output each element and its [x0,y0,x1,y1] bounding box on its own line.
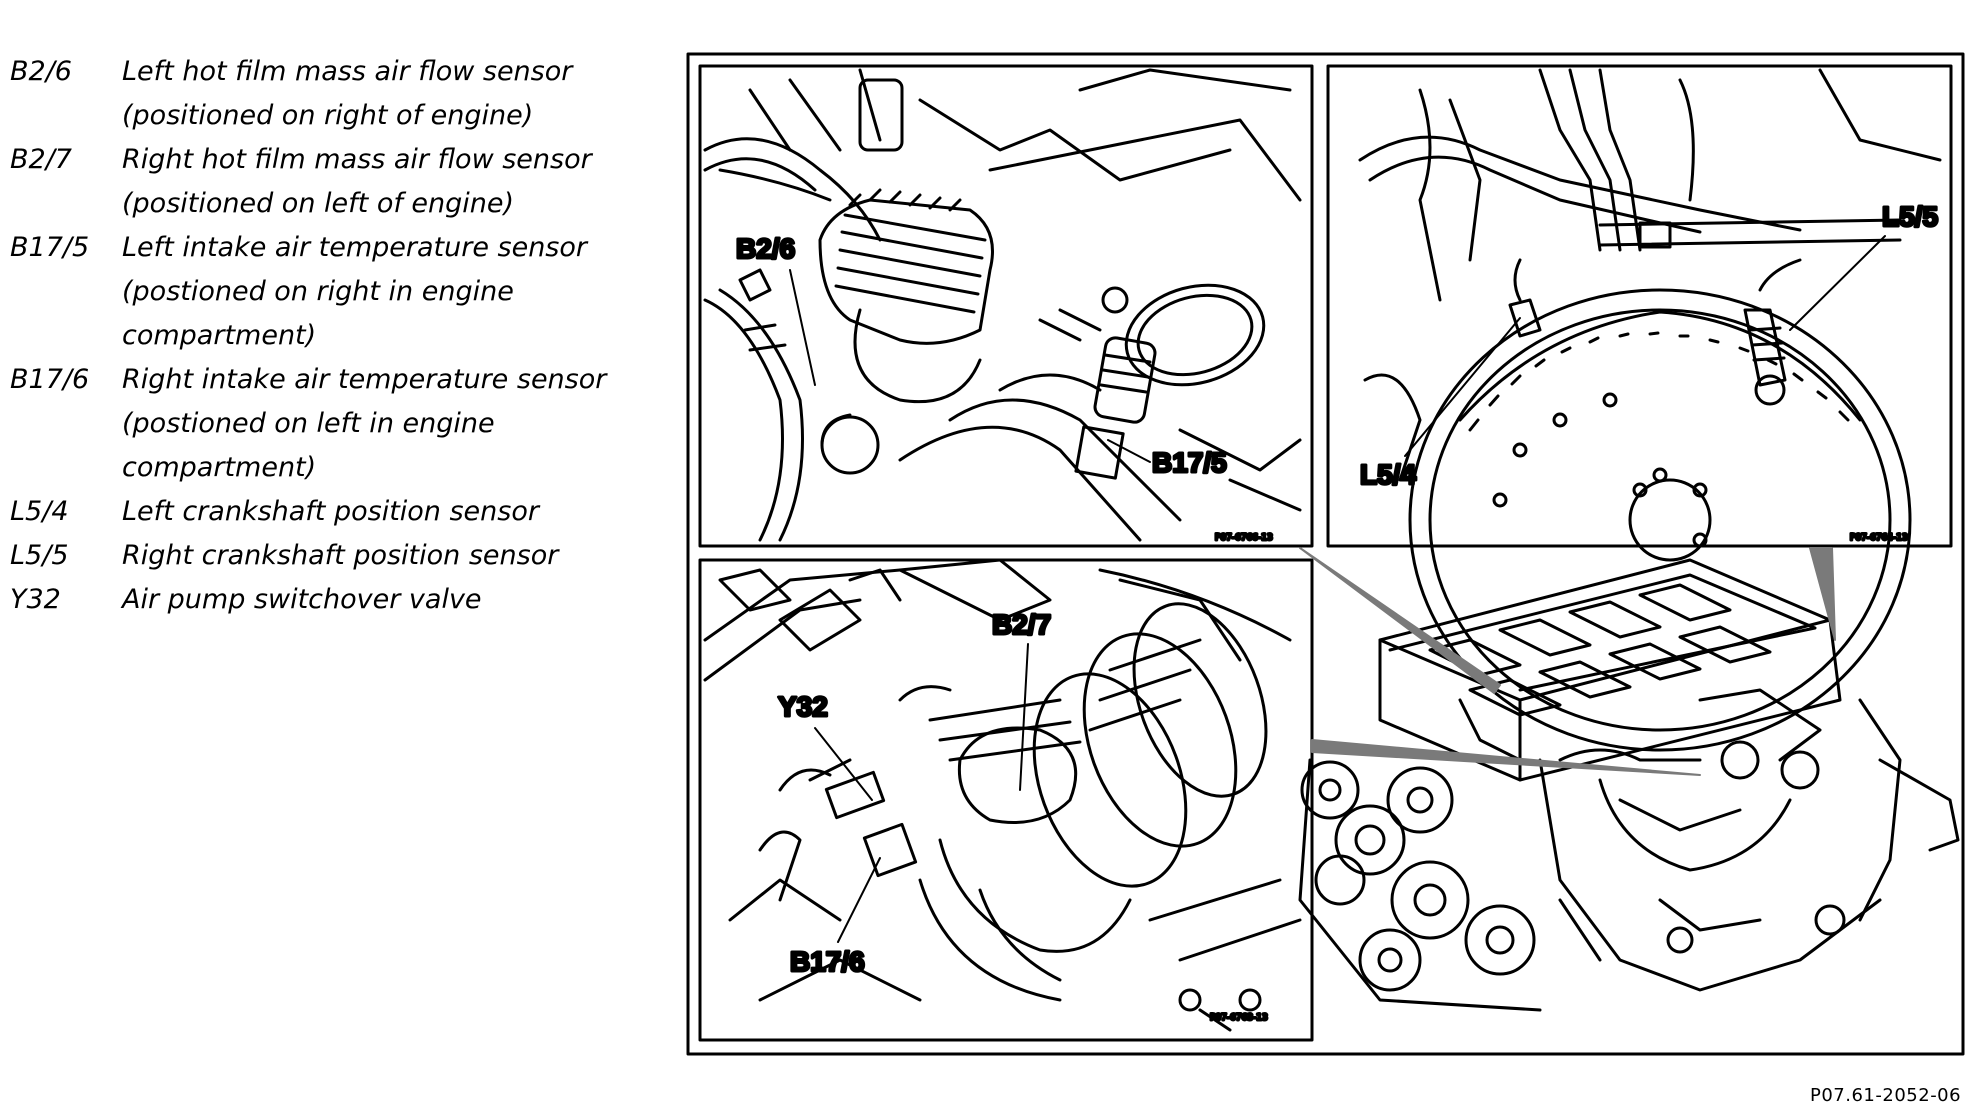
legend-description: Right crankshaft position sensor [122,534,650,578]
callout-label: B2/6 [736,233,795,264]
legend-item-l5-4: L5/4 Left crankshaft position sensor [10,490,650,534]
leader-line [1789,235,1886,331]
panel-top-right: L5/5 L5/4 P07-6764-13 [1326,64,1953,752]
callout-label: B2/7 [992,609,1051,640]
legend-code: B17/5 [10,232,90,263]
legend-line: (positioned on right of engine) [122,100,534,131]
figure-id: P07.61-2052-06 [1810,1085,1962,1106]
legend-line: Right intake air temperature sensor [122,364,607,395]
leader-line [1107,439,1151,463]
panel-top-right-drawing [1358,68,1942,752]
panel-id: P07-6764-13 [1850,533,1908,543]
leader-line [789,269,816,386]
callout-label: Y32 [778,691,828,722]
panel-top-left: B2/6 B17/5 P07-6766-13 [698,64,1314,548]
panel-bottom-left: B2/7 Y32 B17/6 P07-6763-13 [698,558,1314,1042]
leader-line [814,727,873,801]
legend-line: (postioned on right in engine [122,276,514,307]
engine-overview-drawing [1298,558,1960,1012]
pointer-wedge [1299,547,1501,694]
legend-description: Left hot film mass air flow sensor (posi… [122,50,650,138]
legend-item-b2-6: B2/6 Left hot film mass air flow sensor … [10,50,650,138]
legend-item-b17-6: B17/6 Right intake air temperature senso… [10,358,650,490]
panel-id: P07-6766-13 [1215,533,1273,543]
panel-border [698,558,1314,1042]
legend-line: Left crankshaft position sensor [122,496,539,527]
legend-item-b2-7: B2/7 Right hot film mass air flow sensor… [10,138,650,226]
panel-border [698,64,1314,548]
legend-code: B2/6 [10,56,72,87]
legend-line: compartment) [122,320,317,351]
legend-description: Right intake air temperature sensor (pos… [122,358,650,490]
pointer-wedges [1299,547,1836,776]
legend-code: L5/4 [10,496,69,527]
legend-item-y32: Y32 Air pump switchover valve [10,578,650,622]
legend-description: Left crankshaft position sensor [122,490,650,534]
leader-line [837,857,881,943]
legend-item-l5-5: L5/5 Right crankshaft position sensor [10,534,650,578]
legend-line: Left hot film mass air flow sensor [122,56,573,87]
legend-line: (positioned on left of engine) [122,188,515,219]
leader-line [1019,643,1029,791]
panel-id: P07-6763-13 [1210,1013,1268,1023]
legend-line: Right hot film mass air flow sensor [122,144,592,175]
callout-label: B17/5 [1152,447,1227,478]
legend-line: Left intake air temperature sensor [122,232,587,263]
legend-line: Air pump switchover valve [122,584,482,615]
legend-description: Right hot film mass air flow sensor (pos… [122,138,650,226]
legend-line: (postioned on left in engine [122,408,495,439]
legend-code: Y32 [10,584,61,615]
legend-description: Air pump switchover valve [122,578,650,622]
panel-top-left-drawing [703,68,1302,542]
legend-item-b17-5: B17/5 Left intake air temperature sensor… [10,226,650,358]
legend-code: B2/7 [10,144,72,175]
leader-line [1404,317,1521,457]
callout-label: L5/5 [1882,201,1938,232]
pointer-wedge [1311,739,1701,776]
legend-line: Right crankshaft position sensor [122,540,559,571]
figure-frame [686,52,1965,1056]
panel-bottom-left-drawing [703,558,1302,1032]
callout-label: L5/4 [1360,459,1416,490]
legend-code: B17/6 [10,364,90,395]
legend: B2/6 Left hot film mass air flow sensor … [10,50,650,622]
legend-line: compartment) [122,452,317,483]
legend-description: Left intake air temperature sensor (post… [122,226,650,358]
callout-label: B17/6 [790,946,865,977]
legend-code: L5/5 [10,540,69,571]
pointer-wedge [1809,547,1836,641]
